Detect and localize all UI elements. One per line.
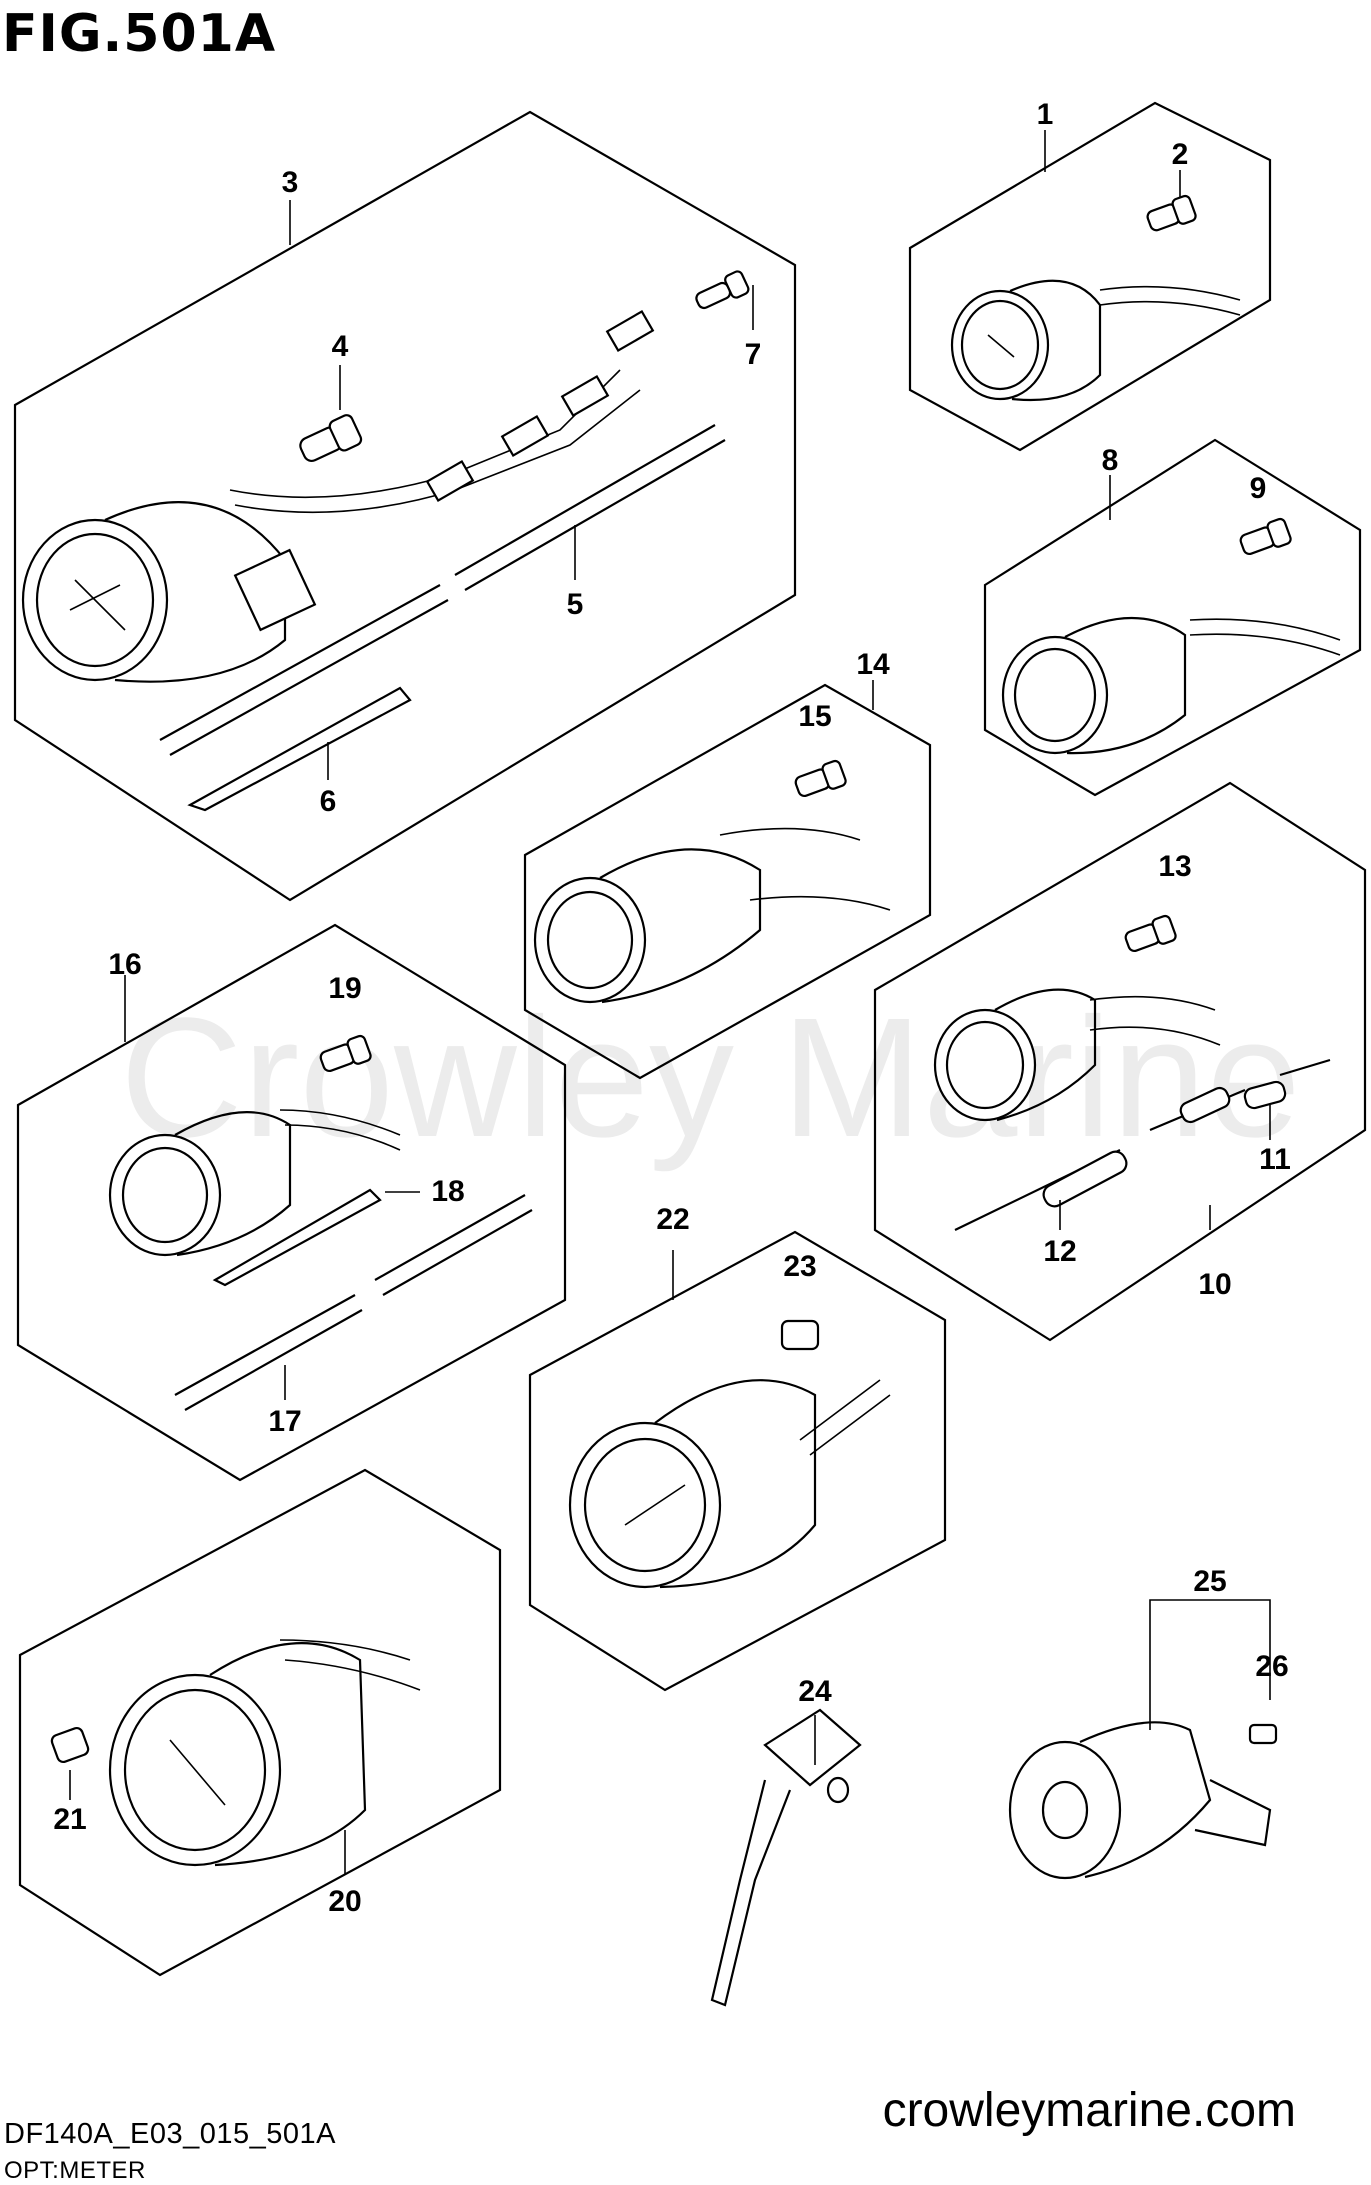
pickup-24 <box>710 1708 862 2007</box>
callout-5[interactable]: 5 <box>566 588 584 621</box>
callout-2[interactable]: 2 <box>1171 138 1189 171</box>
group-box-20 <box>18 1468 502 1977</box>
callout-1[interactable]: 1 <box>1036 98 1054 131</box>
callout-6[interactable]: 6 <box>319 785 337 818</box>
callout-10[interactable]: 10 <box>1198 1268 1232 1301</box>
callout-4[interactable]: 4 <box>331 330 349 363</box>
callout-3[interactable]: 3 <box>281 166 299 199</box>
bulb-23 <box>780 1319 820 1351</box>
callout-16[interactable]: 16 <box>108 948 142 981</box>
gauge-22 <box>568 1379 817 1589</box>
bulb-4 <box>299 414 363 463</box>
bulb-15 <box>794 759 847 798</box>
callout-22[interactable]: 22 <box>656 1203 690 1236</box>
callout-11[interactable]: 11 <box>1259 1143 1291 1176</box>
group-box-3 <box>13 110 797 902</box>
gauge-14 <box>533 848 762 1004</box>
callout-17[interactable]: 17 <box>268 1405 302 1438</box>
gauge-8 <box>1001 616 1187 755</box>
gauge-10 <box>933 988 1097 1122</box>
group-box-14 <box>523 683 932 1080</box>
callout-21[interactable]: 21 <box>53 1803 87 1836</box>
figure-title: FIG.501A <box>2 4 277 64</box>
group-box-16 <box>16 923 567 1482</box>
callout-19[interactable]: 19 <box>328 972 362 1005</box>
bulb-13 <box>1124 914 1177 953</box>
bulb-19 <box>319 1034 372 1073</box>
callout-20[interactable]: 20 <box>328 1885 362 1918</box>
holder-25 <box>1008 1721 1272 1880</box>
watermark: Crowley Marine <box>120 983 1301 1173</box>
subtitle: OPT:METER <box>4 2157 146 2184</box>
group-box-22 <box>528 1230 947 1692</box>
website-link[interactable]: crowleymarine.com <box>882 2084 1296 2137</box>
bulb-7 <box>695 270 750 310</box>
callout-15[interactable]: 15 <box>798 700 832 733</box>
group-box-8 <box>983 438 1362 797</box>
callout-24[interactable]: 24 <box>798 1675 832 1708</box>
callout-14[interactable]: 14 <box>856 648 890 681</box>
screw-26 <box>1248 1723 1278 1745</box>
callout-12[interactable]: 12 <box>1043 1235 1077 1268</box>
callout-23[interactable]: 23 <box>783 1250 817 1283</box>
gauge-1 <box>950 279 1102 402</box>
bulb-21 <box>50 1726 90 1764</box>
bulb-2 <box>1146 194 1197 232</box>
callout-26[interactable]: 26 <box>1255 1650 1289 1683</box>
gauge-16 <box>108 1111 292 1257</box>
group-box-1 <box>908 101 1272 452</box>
callout-25[interactable]: 25 <box>1193 1565 1227 1598</box>
callout-18[interactable]: 18 <box>431 1175 465 1208</box>
bulb-9 <box>1239 517 1292 556</box>
callout-13[interactable]: 13 <box>1158 850 1192 883</box>
callout-7[interactable]: 7 <box>744 338 762 371</box>
gauge-3 <box>21 501 317 683</box>
callout-9[interactable]: 9 <box>1249 472 1267 505</box>
group-box-10 <box>873 781 1367 1342</box>
callout-8[interactable]: 8 <box>1101 444 1119 477</box>
gauge-20 <box>108 1642 367 1867</box>
diagram-code: DF140A_E03_015_501A <box>4 2118 336 2150</box>
